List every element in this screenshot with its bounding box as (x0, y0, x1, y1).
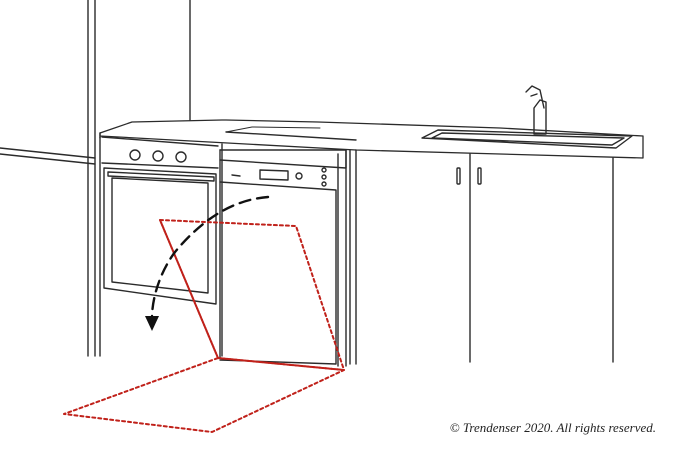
swing-arrow (150, 195, 270, 320)
oven-door (103, 167, 217, 305)
dishwasher-button-icon (321, 181, 327, 187)
cabinet-handle-right (477, 167, 482, 185)
oven-handle (107, 171, 215, 182)
dishwasher-control-panel (259, 169, 289, 181)
sink (421, 129, 633, 149)
oven-knob-icon (175, 151, 187, 163)
oven (99, 136, 223, 357)
cabinet-handle-left (456, 167, 461, 185)
dishwasher (219, 149, 347, 367)
dishwasher-door (219, 181, 337, 365)
tall-cabinet (0, 0, 191, 357)
oven-knob-icon (152, 150, 164, 162)
open-door-outline (63, 219, 345, 433)
countertop (99, 119, 644, 159)
oven-knob-icon (129, 149, 141, 161)
copyright-notice: © Trendenser 2020. All rights reserved. (449, 420, 656, 435)
sink-cabinet (349, 149, 614, 365)
dishwasher-button-icon (321, 174, 327, 180)
faucet-icon (525, 85, 547, 135)
dishwasher-button-icon (321, 167, 327, 173)
arrow-down-icon (145, 316, 159, 331)
dishwasher-button-icon (295, 172, 303, 180)
